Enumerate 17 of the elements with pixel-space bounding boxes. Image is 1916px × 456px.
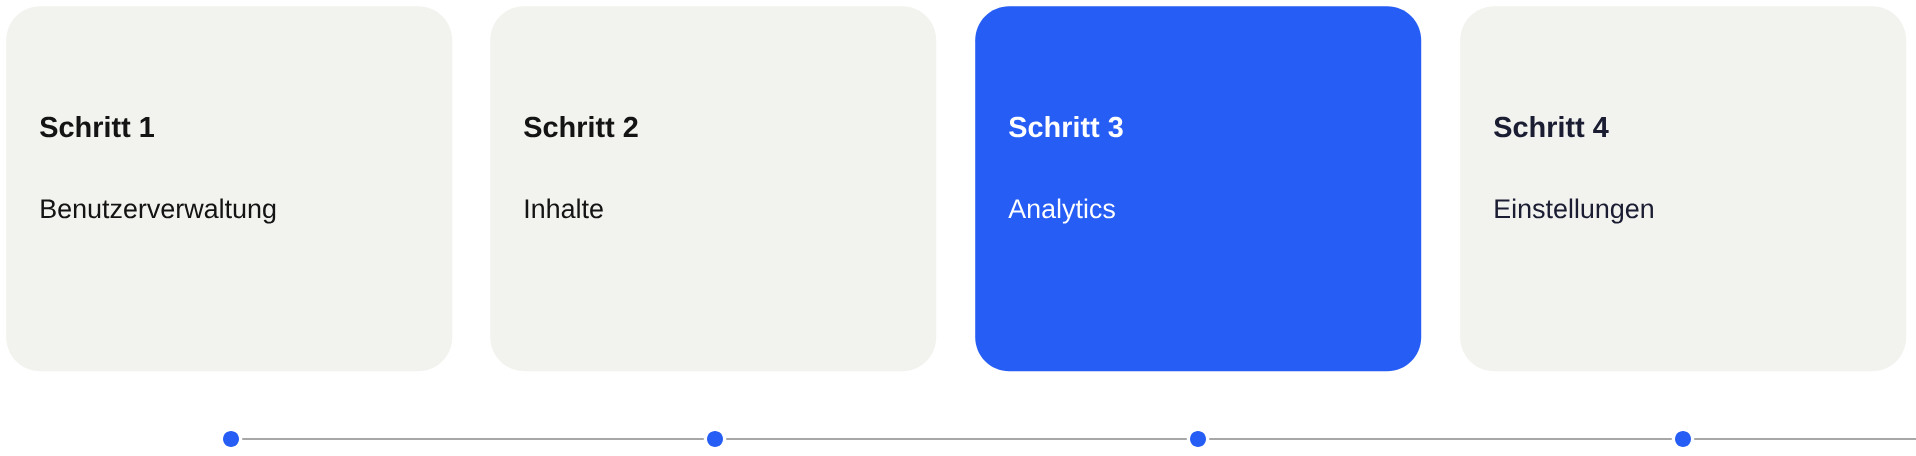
timeline-line: [241, 438, 705, 440]
timeline-dot: [1675, 431, 1691, 447]
step-title: Schritt 3: [1009, 116, 1123, 138]
step-title: Schritt 1: [40, 116, 154, 138]
timeline-dot: [223, 431, 239, 447]
timeline-dot: [1190, 431, 1206, 447]
step-label: Einstellungen: [1495, 198, 1653, 224]
step-card: [975, 6, 1422, 372]
step-title: Schritt 2: [524, 116, 638, 138]
timeline-line: [1693, 438, 1916, 440]
step-title: Schritt 4: [1494, 116, 1609, 138]
timeline-dot: [707, 431, 723, 447]
step-label: Inhalte: [525, 198, 603, 219]
timeline-line: [725, 438, 1188, 440]
step-label: Benutzerverwaltung: [41, 198, 276, 224]
step-label: Analytics: [1008, 198, 1115, 224]
timeline-line: [1208, 438, 1673, 440]
